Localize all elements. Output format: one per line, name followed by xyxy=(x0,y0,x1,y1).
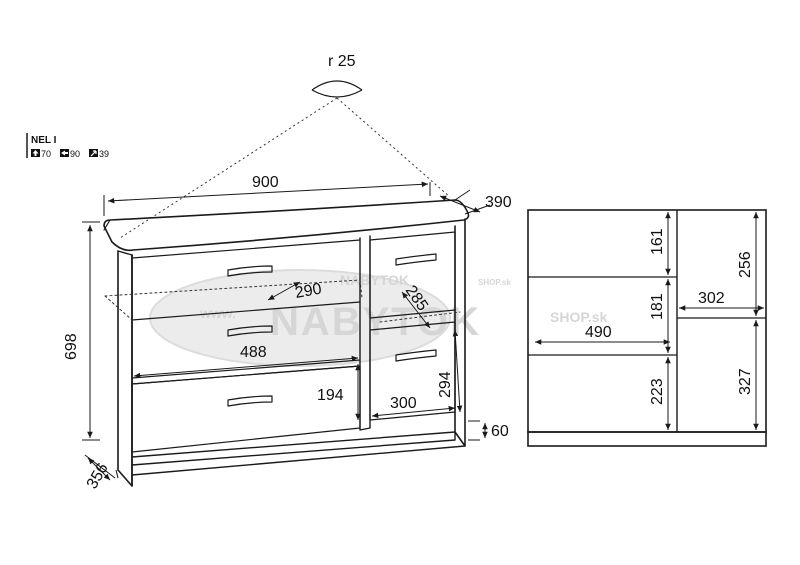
drawer-front-1 xyxy=(131,239,361,259)
left-side-panel xyxy=(117,250,133,487)
height-label: 698 xyxy=(63,333,80,360)
plinth-label: 60 xyxy=(491,423,509,440)
handle-1 xyxy=(227,265,273,277)
plinth xyxy=(131,431,456,466)
front-left-mid-label: 181 xyxy=(649,293,666,320)
top-slab xyxy=(103,199,470,252)
front-left-top-label: 161 xyxy=(649,228,666,255)
drawer-front-3 xyxy=(131,365,361,453)
depth-top-label: 390 xyxy=(485,194,512,211)
radius-callout: r 25 xyxy=(119,53,451,239)
right-width-label: 300 xyxy=(390,395,417,412)
front-left-bottom-label: 223 xyxy=(649,378,666,405)
inner-width-label: 488 xyxy=(240,344,267,361)
radius-label: r 25 xyxy=(328,53,356,70)
depth-badge: 39 xyxy=(99,149,109,159)
front-view: 161 181 490 223 256 302 327 xyxy=(527,209,767,447)
handle-2 xyxy=(227,325,273,337)
depth-side-label: 356 xyxy=(84,460,112,492)
front-left-width-label: 490 xyxy=(585,324,612,341)
watermark-brand: NABYTOK xyxy=(270,300,481,344)
height-badge: 70 xyxy=(41,149,51,159)
front-right-top-label: 256 xyxy=(737,251,754,278)
product-label: NEL I 70 90 39 xyxy=(26,133,109,159)
watermark: www. NABYTOK NABYTOK SHOP.sk SHOP.sk xyxy=(149,269,608,367)
front-right-width-label: 302 xyxy=(698,290,725,307)
watermark-suffix: SHOP.sk xyxy=(550,309,608,325)
drawer-front-right-1 xyxy=(369,231,456,319)
watermark-brand-top: NABYTOK xyxy=(340,272,409,288)
handle-3 xyxy=(227,395,273,407)
width-badge: 90 xyxy=(70,149,80,159)
drawer-height-right-label: 294 xyxy=(437,371,454,398)
handle-4 xyxy=(395,253,437,266)
width-label: 900 xyxy=(252,174,279,191)
front-right-bottom-label: 327 xyxy=(737,368,754,395)
product-name: NEL I xyxy=(31,135,57,146)
watermark-suffix-top: SHOP.sk xyxy=(478,278,511,287)
handle-5 xyxy=(395,349,437,362)
cabinet-dimensions: 900 390 698 356 60 290 488 285 194 xyxy=(63,174,512,492)
shelf-depth-label: 290 xyxy=(294,281,323,302)
drawer-height-left-label: 194 xyxy=(317,387,344,404)
